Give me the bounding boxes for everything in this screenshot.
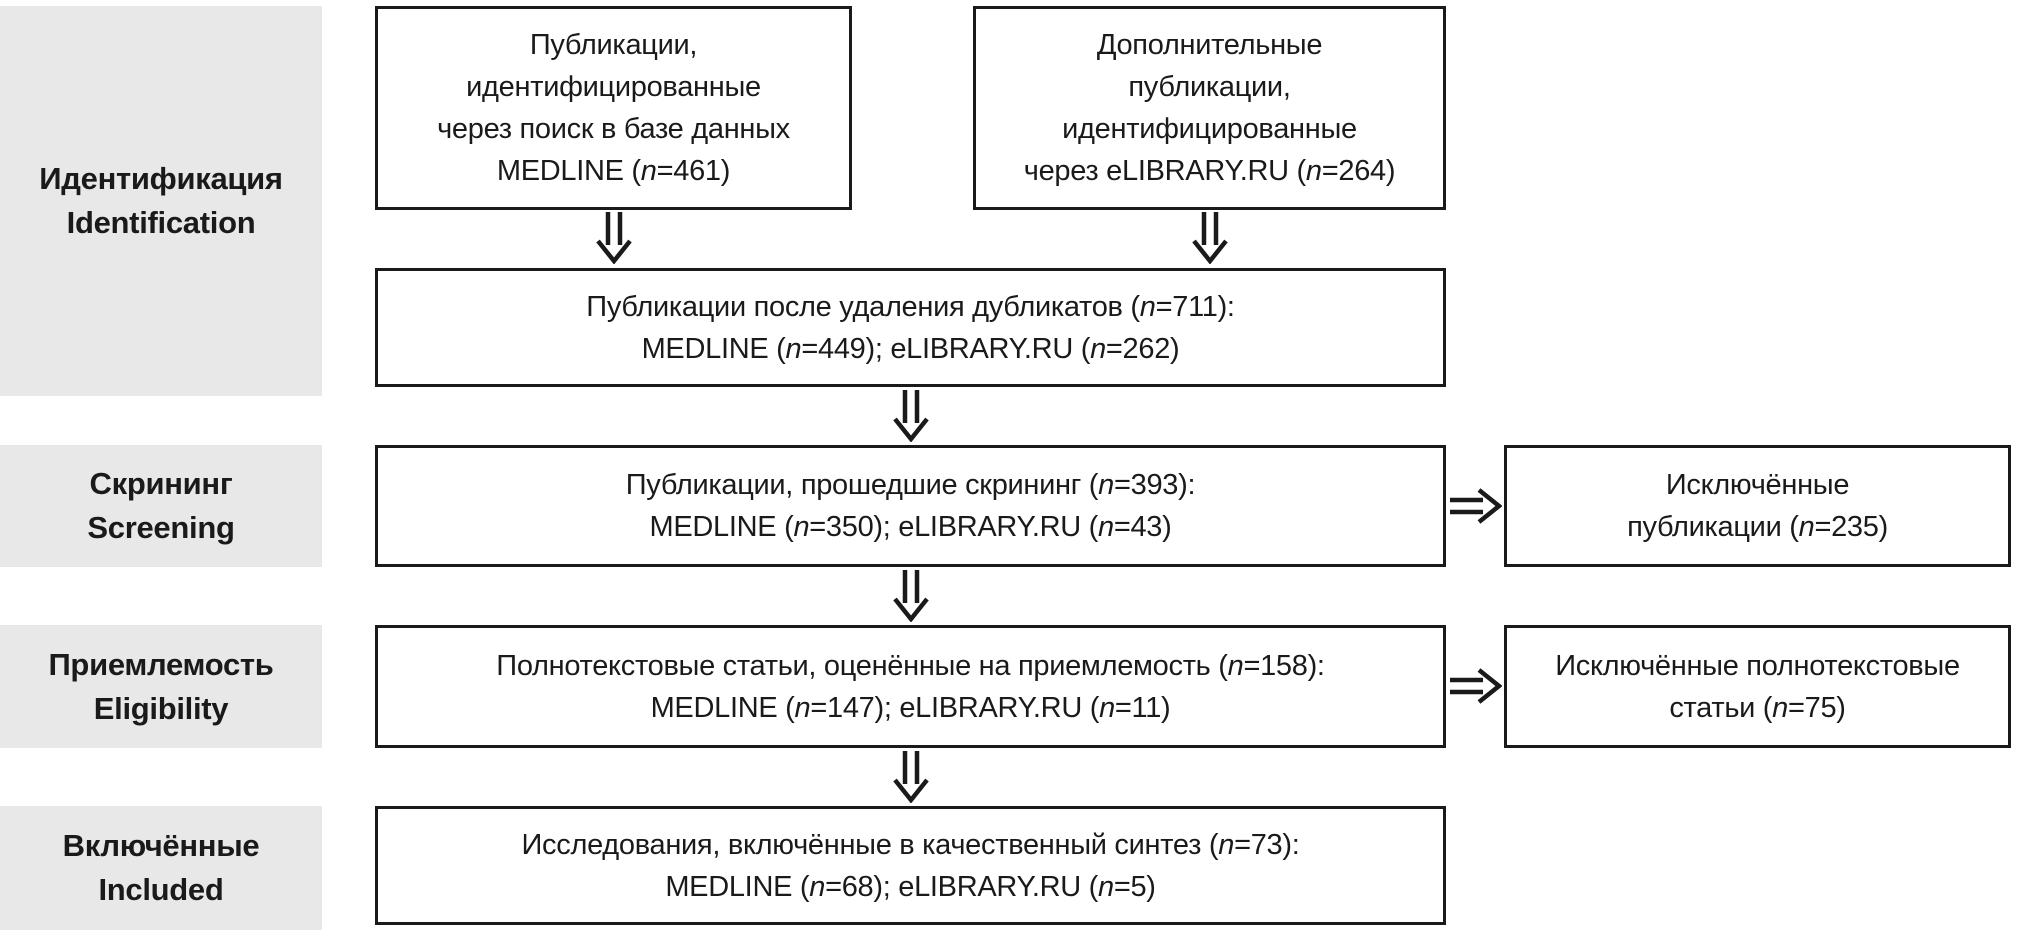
stage-label-ru: Скрининг: [89, 466, 233, 501]
right-arrow-icon: [1450, 668, 1502, 704]
box-fulltext-assessed: Полнотекстовые статьи, оценённые на прие…: [375, 625, 1446, 748]
stage-included: Включённые Included: [0, 806, 322, 930]
stage-identification-label: Идентификация Identification: [39, 157, 283, 245]
stage-label-ru: Включённые: [62, 828, 260, 863]
down-arrow-icon: [893, 751, 929, 803]
down-arrow-icon: [893, 570, 929, 622]
box-after-duplicates: Публикации после удаления дубликатов (n=…: [375, 268, 1446, 387]
right-arrow-icon: [1450, 488, 1502, 524]
box-included-synthesis-text: Исследования, включённые в качественный …: [521, 828, 1300, 903]
stage-screening-label: Скрининг Screening: [87, 462, 234, 550]
stage-label-ru: Приемлемость: [48, 646, 274, 682]
box-screened: Публикации, прошедшие скрининг (n=393):M…: [375, 445, 1446, 567]
down-arrow-icon: [1192, 212, 1228, 264]
stage-screening: Скрининг Screening: [0, 445, 322, 567]
stage-label-en: Included: [98, 872, 224, 907]
box-screened-text: Публикации, прошедшие скрининг (n=393):M…: [625, 469, 1196, 543]
stage-label-en: Eligibility: [93, 690, 229, 726]
down-arrow-icon: [596, 212, 632, 264]
box-after-duplicates-text: Публикации после удаления дубликатов (n=…: [586, 290, 1235, 365]
stage-eligibility-label: Приемлемость Eligibility: [48, 643, 273, 731]
stage-label-en: Identification: [66, 205, 256, 240]
box-fulltext-assessed-text: Полнотекстовые статьи, оценённые на прие…: [496, 649, 1325, 724]
stage-label-en: Screening: [87, 510, 235, 545]
box-included-synthesis: Исследования, включённые в качественный …: [375, 806, 1446, 925]
stage-identification: Идентификация Identification: [0, 6, 322, 396]
stage-included-label: Включённые Included: [63, 824, 260, 912]
stage-label-ru: Идентификация: [39, 161, 283, 196]
down-arrow-icon: [893, 390, 929, 442]
stage-eligibility: Приемлемость Eligibility: [0, 625, 322, 748]
